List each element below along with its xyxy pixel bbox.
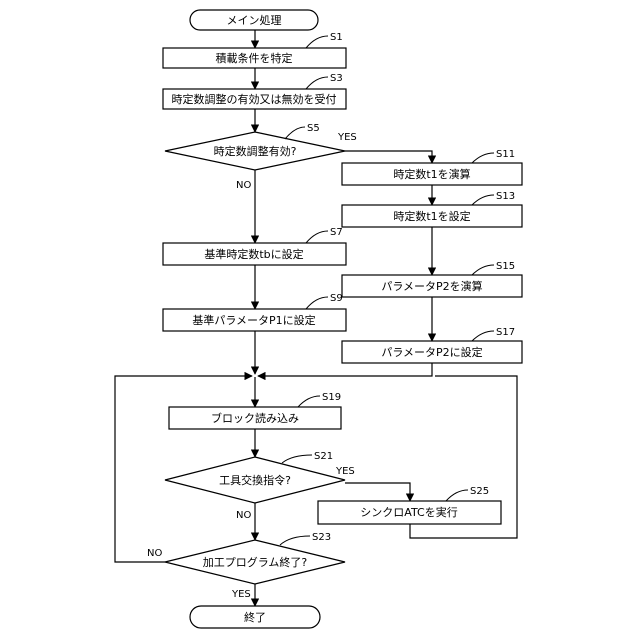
s23-leader (280, 536, 310, 545)
s23-no-label: NO (147, 548, 162, 559)
s25-step: S25 (470, 486, 489, 497)
end-terminal: 終了 (190, 606, 320, 628)
s19-leader (298, 396, 320, 407)
s1-step: S1 (330, 32, 343, 43)
s15-step: S15 (496, 261, 515, 272)
process-s13: 時定数t1を設定 (342, 205, 522, 227)
end-label: 終了 (244, 610, 266, 624)
s3-step: S3 (330, 73, 343, 84)
s21-no-label: NO (236, 510, 251, 521)
start-label: メイン処理 (227, 14, 282, 27)
s13-step: S13 (496, 191, 515, 202)
process-s17: パラメータP2に設定 (342, 341, 522, 363)
s25-leader (446, 490, 468, 501)
s25-label: シンクロATCを実行 (360, 505, 457, 519)
s3-label: 時定数調整の有効又は無効を受付 (172, 92, 337, 106)
s15-label: パラメータP2を演算 (381, 279, 482, 293)
s21-step: S21 (314, 451, 333, 462)
s13-label: 時定数t1を設定 (393, 209, 470, 223)
process-s3: 時定数調整の有効又は無効を受付 (163, 89, 346, 109)
s21-yes-label: YES (335, 466, 355, 477)
s19-step: S19 (322, 392, 341, 403)
edge-s21-s25-yes (345, 483, 410, 501)
s9-step: S9 (330, 293, 343, 304)
s11-leader (472, 153, 494, 163)
s23-yes-label: YES (231, 589, 251, 600)
s23-step: S23 (312, 532, 331, 543)
process-s25: シンクロATCを実行 (318, 501, 501, 524)
s11-label: 時定数t1を演算 (393, 167, 470, 181)
s11-step: S11 (496, 149, 515, 160)
process-s1: 積載条件を特定 (163, 48, 346, 68)
s5-no-label: NO (236, 180, 251, 191)
process-s15: パラメータP2を演算 (342, 275, 522, 297)
edge-s5-s11-yes (345, 151, 432, 163)
process-s9: 基準パラメータP1に設定 (163, 309, 346, 331)
s7-label: 基準時定数tbに設定 (204, 247, 303, 261)
s15-leader (472, 265, 494, 275)
s5-step: S5 (307, 123, 320, 134)
s21-leader (282, 455, 312, 463)
s7-step: S7 (330, 227, 343, 238)
decision-s5: 時定数調整有効? (165, 132, 345, 170)
branch-labels: YES NO YES NO NO YES (147, 132, 357, 600)
decision-s23: 加工プログラム終了? (165, 540, 345, 584)
process-s19: ブロック読み込み (169, 407, 341, 429)
s17-step: S17 (496, 327, 515, 338)
s9-label: 基準パラメータP1に設定 (192, 313, 315, 327)
s9-leader (306, 297, 328, 309)
process-s7: 基準時定数tbに設定 (163, 243, 346, 265)
s5-leader (285, 127, 305, 139)
start-terminal: メイン処理 (190, 10, 318, 30)
s21-label: 工具交換指令? (219, 473, 291, 487)
s5-label: 時定数調整有効? (214, 144, 297, 158)
s7-leader (306, 231, 328, 243)
s5-yes-label: YES (337, 132, 357, 143)
s1-leader (306, 36, 328, 48)
s19-label: ブロック読み込み (211, 411, 299, 425)
process-s11: 時定数t1を演算 (342, 163, 522, 185)
s17-label: パラメータP2に設定 (381, 345, 482, 359)
s17-leader (472, 331, 494, 341)
s13-leader (472, 195, 494, 205)
decision-s21: 工具交換指令? (165, 457, 345, 503)
s3-leader (306, 77, 328, 89)
edge-s17-merge (258, 363, 432, 376)
s23-label: 加工プログラム終了? (203, 555, 308, 569)
s1-label: 積載条件を特定 (216, 51, 293, 65)
